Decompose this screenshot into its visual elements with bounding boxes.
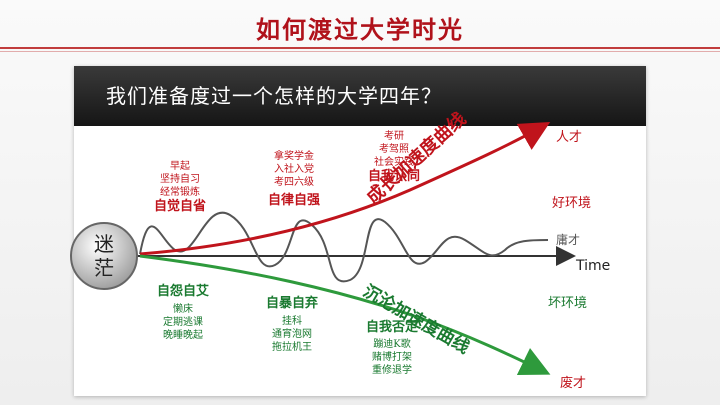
negative-item: 拖拉机王 [272,342,312,353]
growth-end-label: 人才 [556,130,583,145]
negative-item: 懒床 [173,304,193,315]
positive-item: 考研 [384,131,404,142]
decline-curve [139,254,551,376]
negative-group-1: 自怨自艾 懒床 定期逃课 晚睡晚起 [148,284,218,342]
negative-heading: 自暴自弃 [265,296,318,311]
slide-title: 如何渡过大学时光 [256,15,464,44]
negative-item: 挂科 [282,316,302,327]
negative-heading: 自怨自艾 [156,284,209,299]
negative-item: 重修退学 [372,365,412,376]
positive-group-2: 拿奖学金 入社入党 考四六级 自律自强 [254,150,334,209]
positive-heading: 自觉自省 [153,199,206,214]
growth-curve [139,122,551,256]
positive-item: 社会实践 [374,157,414,168]
negative-item: 赌博打架 [372,352,412,363]
positive-item: 考驾照 [379,144,409,155]
positive-group-1: 早起 坚持自习 经常锻炼 自觉自省 [148,160,212,215]
positive-item: 考四六级 [274,177,314,188]
mediocre-end-label: 庸才 [556,233,581,247]
start-node-line1: 迷 [94,232,114,256]
negative-group-3: 自我否定 蹦迪K歌 赌博打架 重修退学 [354,320,430,377]
positive-heading: 自我认同 [367,169,420,184]
title-underline-thin [0,51,720,52]
mediocre-curve [139,211,549,283]
decline-end-label: 废才 [560,376,587,391]
question-banner [74,66,646,126]
negative-item: 定期逃课 [163,317,203,328]
question-text: 我们准备度过一个怎样的大学四年？ [106,84,442,108]
positive-item: 入社入党 [274,164,314,175]
start-node-label: 迷 茫 [84,232,124,280]
positive-item: 早起 [170,161,190,172]
title-underline [0,47,720,49]
positive-item: 拿奖学金 [274,151,314,162]
positive-item: 坚持自习 [160,174,200,185]
bad-environment-label: 坏环境 [548,296,588,311]
negative-item: 通宵泡网 [272,329,312,340]
start-node [70,222,138,290]
negative-heading: 自我否定 [365,320,418,335]
positive-heading: 自律自强 [267,193,320,208]
start-node-line2: 茫 [94,256,114,280]
positive-group-3: 考研 考驾照 社会实践 自我认同 [354,130,434,185]
negative-item: 蹦迪K歌 [373,339,411,350]
good-environment-label: 好环境 [552,196,592,211]
negative-item: 晚睡晚起 [163,330,203,341]
axis-label: Time [576,258,611,274]
positive-item: 经常锻炼 [160,187,200,198]
negative-group-2: 自暴自弃 挂科 通宵泡网 拖拉机王 [254,296,330,354]
